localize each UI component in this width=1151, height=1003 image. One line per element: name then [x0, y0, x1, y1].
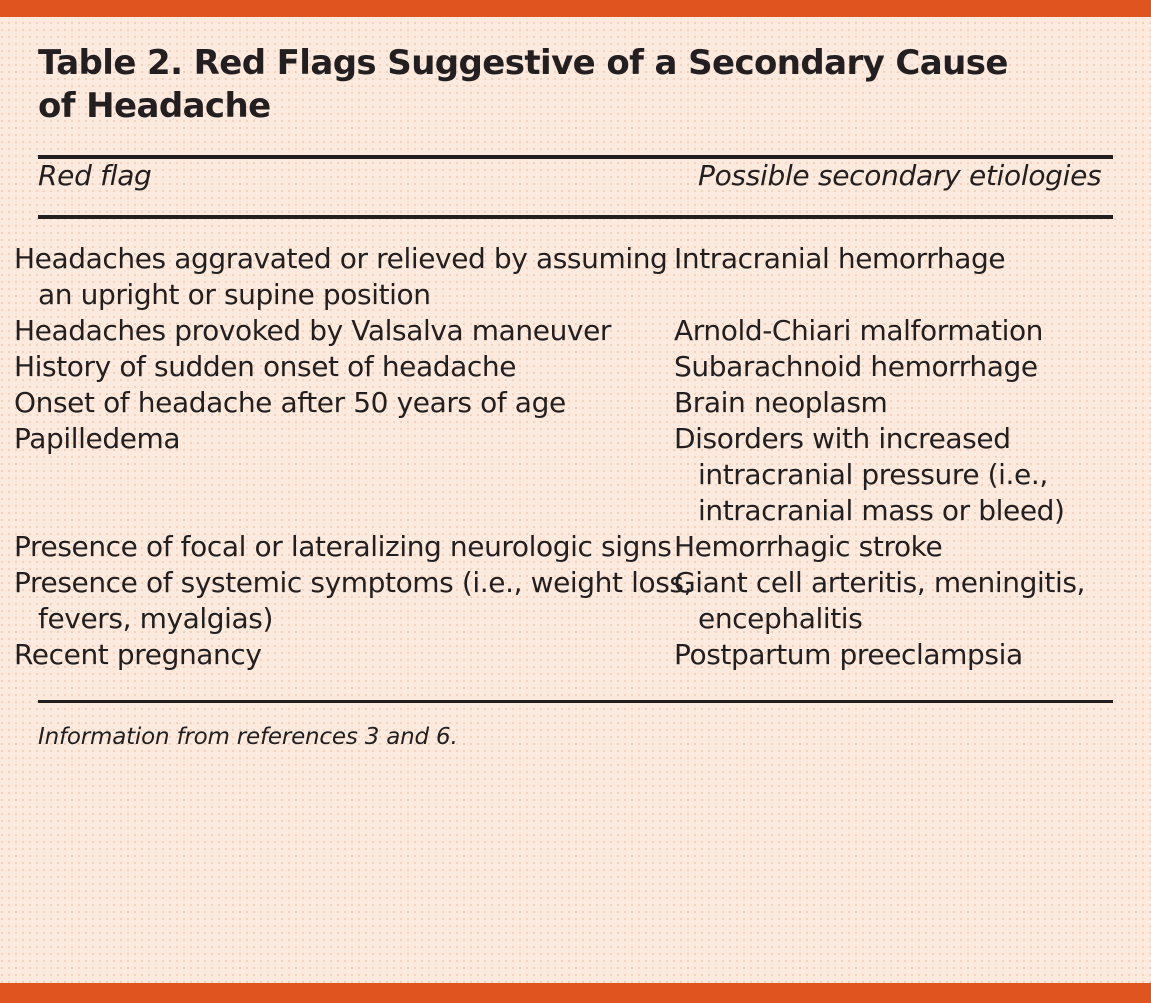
table-row: Headaches aggravated or relieved by assu… [14, 219, 1113, 313]
cell-red-flag: History of sudden onset of headache [14, 350, 517, 383]
table-row: Headaches provoked by Valsalva maneuver … [14, 313, 1113, 349]
rule-under-title [38, 155, 1113, 159]
cell-etiology: Intracranial hemorrhage [674, 242, 1006, 275]
table-row: Papilledema Disorders with increased int… [14, 421, 1113, 529]
cell-red-flag: Onset of headache after 50 years of age [14, 386, 566, 419]
cell-etiology: Postpartum preeclampsia [674, 638, 1023, 671]
red-flags-table: Red flag Possible secondary etiologies [38, 159, 1113, 193]
bottom-accent-band [0, 983, 1151, 1003]
column-header-etiologies: Possible secondary etiologies [698, 159, 1102, 192]
source-footnote: Information from references 3 and 6. [38, 724, 458, 750]
top-accent-band [0, 0, 1151, 17]
cell-etiology: Subarachnoid hemorrhage [674, 350, 1038, 383]
rule-above-footnote [38, 700, 1113, 703]
cell-etiology: Giant cell arteritis, meningitis, enceph… [674, 566, 1086, 635]
cell-red-flag: Headaches provoked by Valsalva maneuver [14, 314, 612, 347]
table-header-row: Red flag Possible secondary etiologies [38, 159, 1113, 193]
cell-etiology: Brain neoplasm [674, 386, 888, 419]
cell-red-flag: Presence of systemic symptoms (i.e., wei… [14, 566, 693, 635]
cell-etiology: Arnold-Chiari malformation [674, 314, 1044, 347]
cell-red-flag: Recent pregnancy [14, 638, 262, 671]
cell-red-flag: Papilledema [14, 422, 181, 455]
cell-red-flag: Presence of focal or lateralizing neurol… [14, 530, 672, 563]
table-row: History of sudden onset of headache Suba… [14, 349, 1113, 385]
table-content: Table 2. Red Flags Suggestive of a Secon… [14, 17, 1113, 751]
cell-red-flag: Headaches aggravated or relieved by assu… [14, 242, 668, 311]
red-flags-table-body: Headaches aggravated or relieved by assu… [14, 219, 1113, 673]
table-row: Presence of focal or lateralizing neurol… [14, 529, 1113, 565]
rule-under-header [38, 215, 1113, 219]
cell-etiology: Hemorrhagic stroke [674, 530, 943, 563]
table-header: Red flag Possible secondary etiologies [38, 159, 1113, 193]
table-row: Presence of systemic symptoms (i.e., wei… [14, 565, 1113, 637]
column-header-red-flag: Red flag [38, 159, 152, 192]
cell-etiology: Disorders with increased intracranial pr… [674, 422, 1065, 527]
page-title: Table 2. Red Flags Suggestive of a Secon… [38, 43, 1008, 126]
table-row: Recent pregnancy Postpartum preeclampsia [14, 637, 1113, 673]
table-row: Onset of headache after 50 years of age … [14, 385, 1113, 421]
